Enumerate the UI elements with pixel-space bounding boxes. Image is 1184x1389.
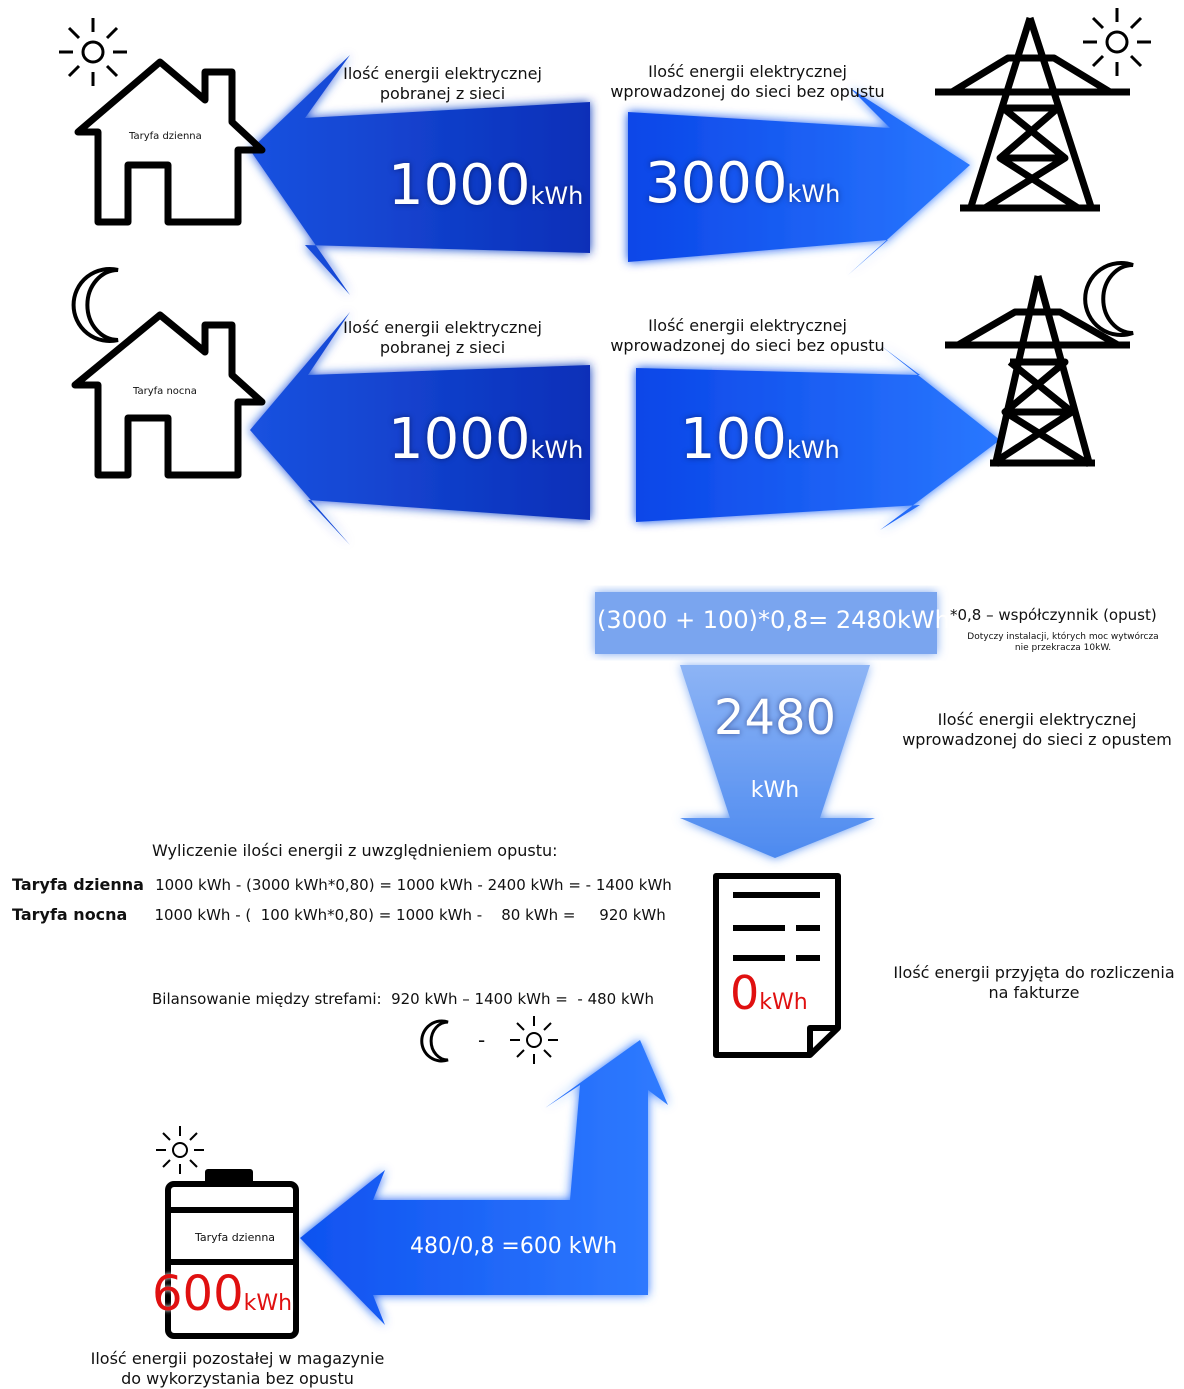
coefficient-note-title: *0,8 – współczynnik (opust) (950, 606, 1157, 624)
caption-line: wprowadzonej do sieci bez opustu (610, 82, 885, 101)
moon-icon (420, 1019, 449, 1063)
invoice-icon (713, 873, 841, 1058)
caption-line: Ilość energii elektrycznej (343, 64, 542, 83)
value-number: 0 (730, 966, 760, 1020)
arrow-left-night (250, 312, 590, 545)
value-unit: kWh (786, 436, 840, 464)
value-unit: kWh (243, 1291, 293, 1316)
caption-line: na fakturze (988, 983, 1080, 1002)
value-unit: kWh (787, 180, 841, 208)
value-number: 100 (680, 407, 787, 472)
calc-formula-day: 1000 kWh - (3000 kWh*0,80) = 1000 kWh - … (155, 876, 672, 894)
value-unit: kWh (530, 436, 584, 464)
formula-box (595, 592, 937, 654)
caption-line: Ilość energii elektrycznej (937, 710, 1137, 729)
sun-icon (59, 18, 127, 86)
discounted-value: 2480 (713, 690, 837, 746)
formula-text: (3000 + 100)*0,8= 2480kWh (597, 606, 950, 634)
storage-value: 600kWh (152, 1268, 292, 1330)
calc-label-night: Taryfa nocna (12, 905, 128, 924)
caption-line: Ilość energii pozostałej w magazynie (90, 1349, 385, 1368)
value-unit: kWh (530, 182, 584, 210)
house-day-icon (74, 58, 266, 226)
arrow-right-day (628, 88, 970, 275)
caption-line: pobranej z sieci (379, 84, 506, 103)
note-line: nie przekracza 10kW. (1014, 643, 1112, 653)
bottom-right-caption: Ilość energii elektrycznej wprowadzonej … (600, 316, 895, 356)
sun-icon (156, 1126, 204, 1174)
storage-caption: Ilość energii pozostałej w magazynie do … (60, 1349, 415, 1389)
battery-storage-icon (165, 1169, 299, 1339)
house-day-label: Taryfa dzienna (129, 131, 202, 142)
value-number: 1000 (388, 153, 531, 218)
caption-line: do wykorzystania bez opustu (121, 1369, 354, 1388)
moon-icon (71, 267, 119, 343)
caption-line: Ilość energii przyjęta do rozliczenia (893, 963, 1175, 982)
arrow-left-day (250, 55, 590, 295)
balance-text: Bilansowanie między strefami: 920 kWh – … (152, 990, 655, 1008)
calc-label-day: Taryfa dzienna (12, 875, 144, 894)
calc-formula-night: 1000 kWh - ( 100 kWh*0,80) = 1000 kWh - … (154, 906, 666, 924)
power-pylon-day-icon (935, 16, 1130, 212)
top-right-value: 3000kWh (645, 154, 840, 224)
arrow-right-night (636, 345, 1000, 530)
invoice-caption: Ilość energii przyjęta do rozliczenia na… (885, 963, 1183, 1003)
caption-line: Ilość energii elektrycznej (648, 316, 847, 335)
note-line: Dotyczy instalacji, których moc wytwórcz… (967, 632, 1159, 642)
value-unit: kWh (759, 990, 808, 1015)
moon-icon (1083, 261, 1134, 337)
coefficient-note: Dotyczy instalacji, których moc wytwórcz… (950, 632, 1176, 654)
caption-line: wprowadzonej do sieci bez opustu (610, 336, 885, 355)
value-number: 3000 (645, 151, 788, 216)
calculation-night-row: Taryfa nocna 1000 kWh - ( 100 kWh*0,80) … (12, 905, 666, 925)
discounted-unit: kWh (750, 778, 800, 803)
value-number: 600 (152, 1266, 244, 1322)
caption-line: Ilość energii elektrycznej (343, 318, 542, 337)
power-pylon-night-icon (945, 275, 1130, 467)
storage-label: Taryfa dzienna (195, 1231, 276, 1244)
bottom-right-value: 100kWh (680, 410, 840, 480)
bottom-left-caption: Ilość energii elektrycznej pobranej z si… (320, 318, 565, 358)
house-night-label: Taryfa nocna (133, 386, 197, 397)
top-left-value: 1000kWh (388, 156, 583, 226)
sun-icon (1083, 8, 1151, 76)
house-night-icon (71, 311, 266, 479)
calculation-heading: Wyliczenie ilości energii z uwzględnieni… (152, 841, 558, 860)
top-left-caption: Ilość energii elektrycznej pobranej z si… (320, 64, 565, 104)
minus-sign: - (478, 1028, 486, 1052)
calculation-day-row: Taryfa dzienna 1000 kWh - (3000 kWh*0,80… (12, 875, 672, 895)
bottom-left-value: 1000kWh (388, 410, 583, 480)
sun-icon (510, 1016, 558, 1064)
value-number: 1000 (388, 407, 531, 472)
caption-line: wprowadzonej do sieci z opustem (902, 730, 1172, 749)
arrow-down-discount (680, 665, 875, 858)
storage-arrow-text: 480/0,8 =600 kWh (410, 1234, 618, 1259)
invoice-value: 0kWh (730, 968, 808, 1028)
arrow-storage (300, 1040, 668, 1325)
discounted-caption: Ilość energii elektrycznej wprowadzonej … (892, 710, 1182, 750)
caption-line: pobranej z sieci (379, 338, 506, 357)
top-right-caption: Ilość energii elektrycznej wprowadzonej … (600, 62, 895, 102)
caption-line: Ilość energii elektrycznej (648, 62, 847, 81)
